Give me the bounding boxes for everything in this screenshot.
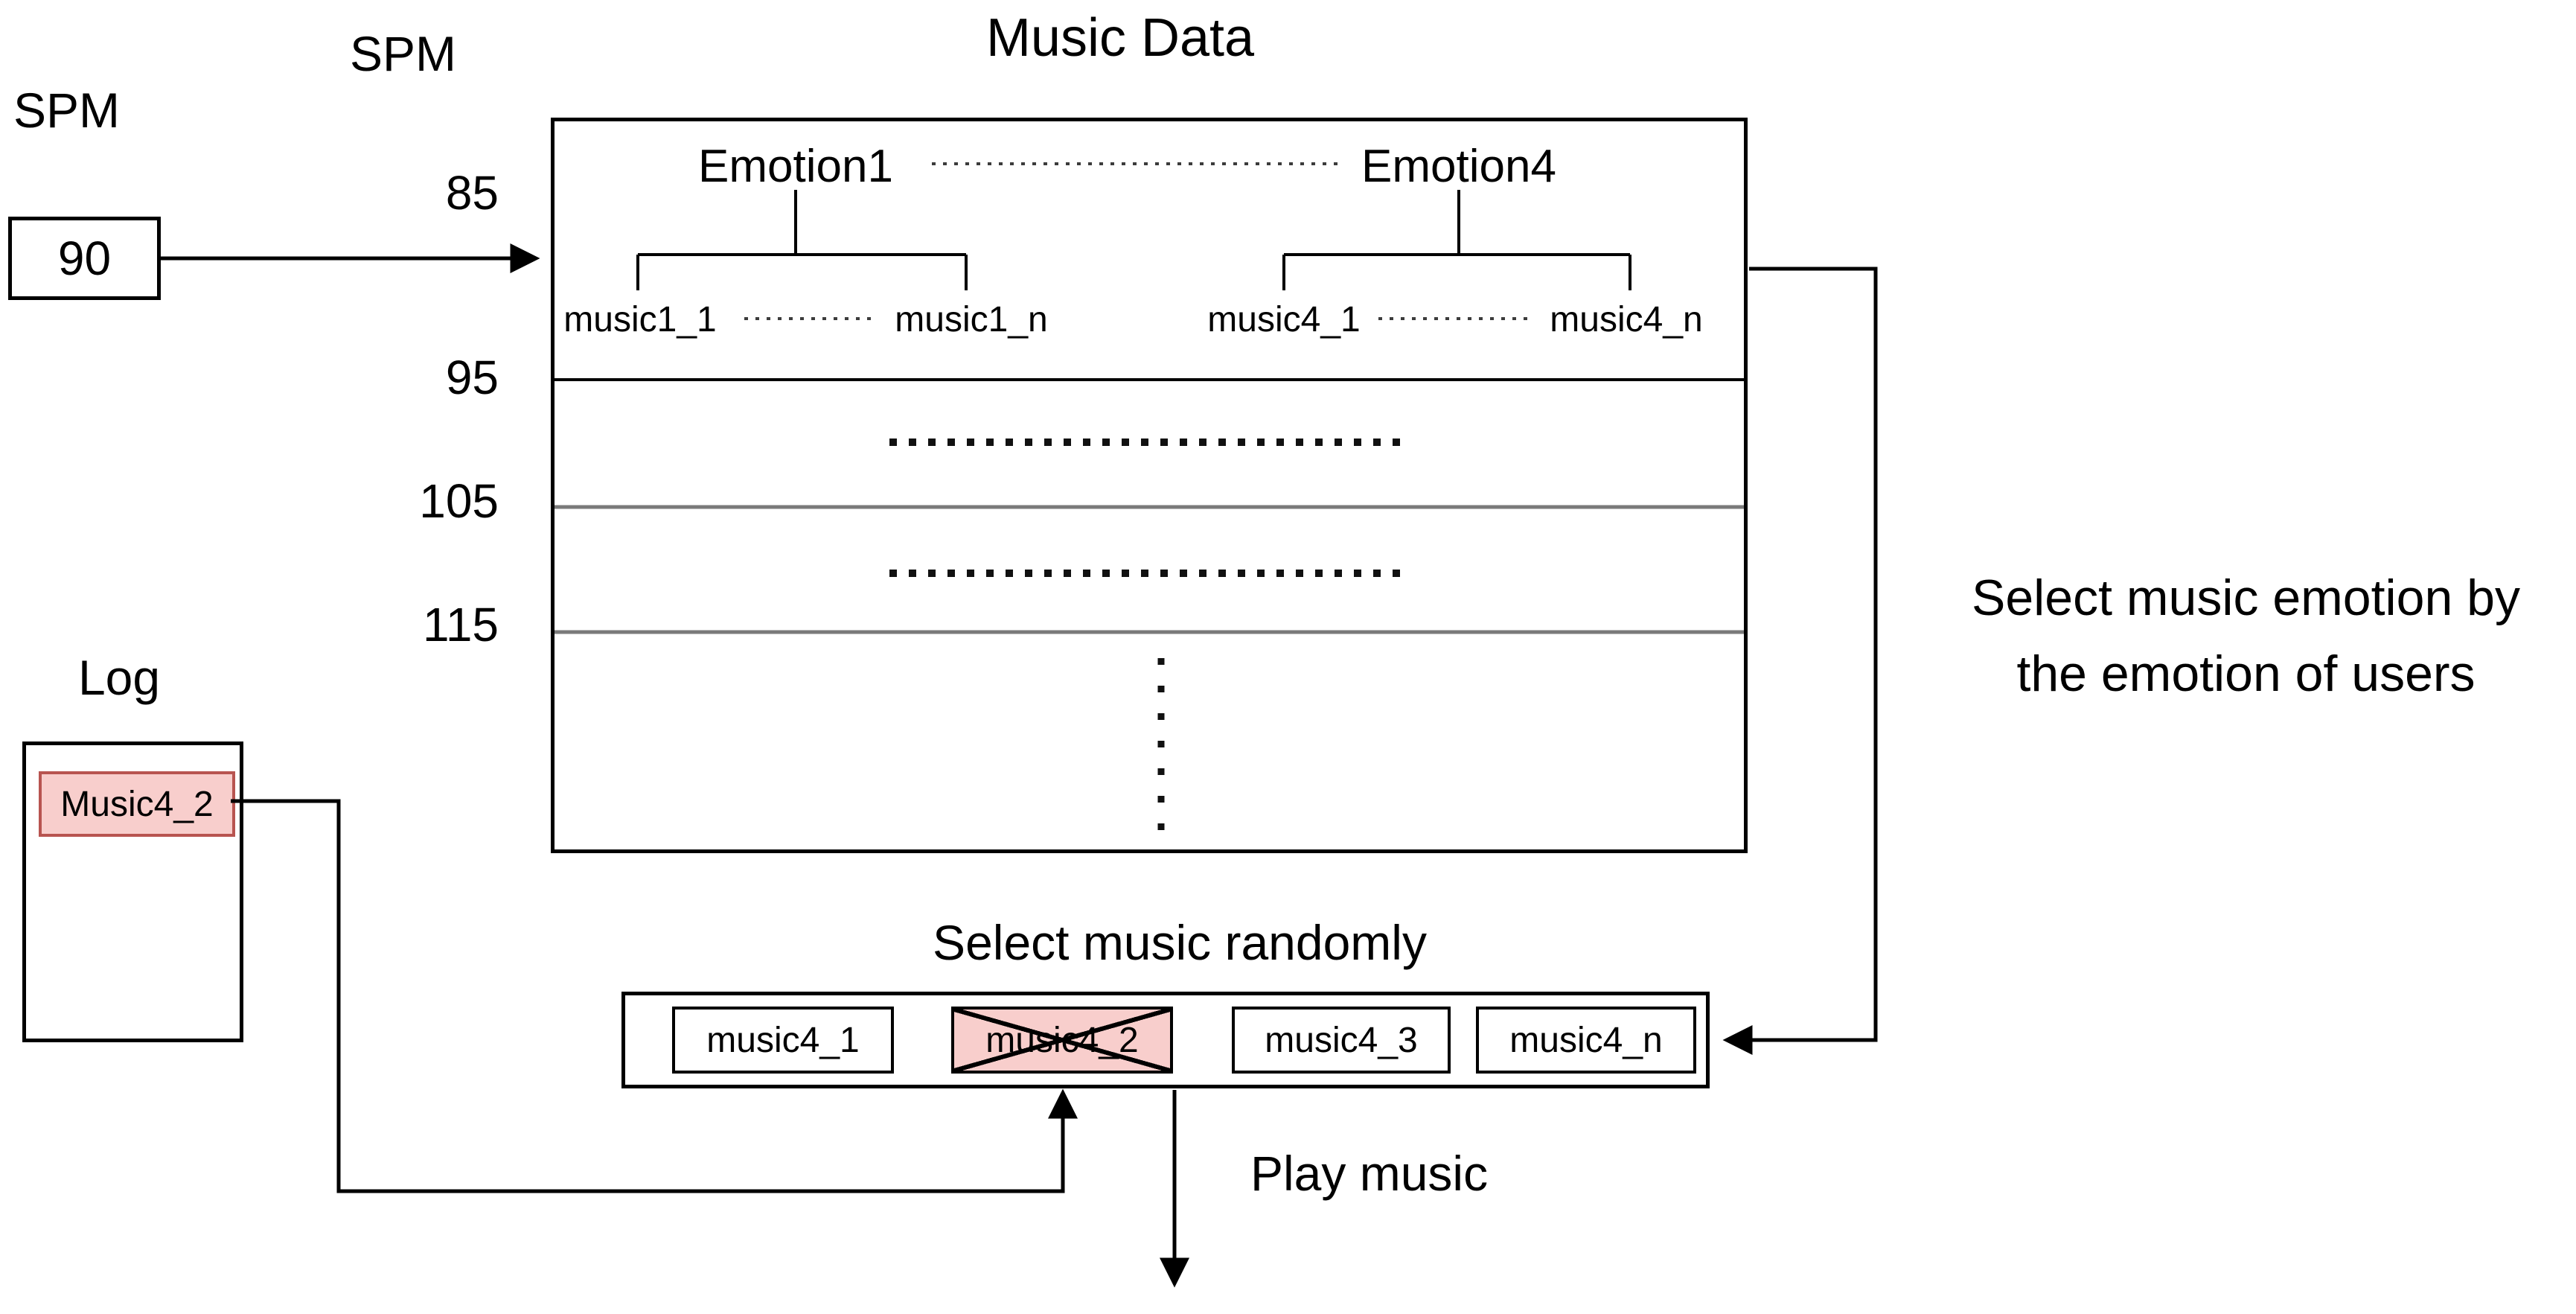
emotion1-label: Emotion1	[698, 141, 893, 192]
side-note-line2: the emotion of users	[2016, 645, 2476, 702]
music-item-4-label: music4_n	[1509, 1020, 1663, 1060]
side-note: Select music emotion by the emotion of u…	[1913, 560, 2576, 712]
music-data-table	[551, 118, 1748, 853]
random-select-title: Select music randomly	[933, 915, 1427, 970]
play-music-label: Play music	[1250, 1146, 1489, 1201]
music-item-2-label: music4_2	[985, 1020, 1139, 1060]
spm-value: 90	[57, 232, 112, 285]
log-entry-highlighted: Music4_2	[39, 771, 235, 837]
music-item-2-crossed: music4_2	[951, 1007, 1173, 1074]
music-item-3: music4_3	[1232, 1007, 1451, 1074]
music-item-4: music4_n	[1476, 1007, 1696, 1074]
music-item-3-label: music4_3	[1265, 1020, 1418, 1060]
music-item-1: music4_1	[672, 1007, 894, 1074]
music-item-1-label: music4_1	[706, 1020, 860, 1060]
log-label: Log	[77, 650, 161, 705]
spm-tick-105: 105	[419, 474, 499, 528]
music1-last-label: music1_n	[895, 300, 1048, 339]
music4-first-label: music4_1	[1207, 300, 1361, 339]
spm-tick-85: 85	[445, 166, 499, 220]
spm-axis-label: SPM	[350, 26, 457, 81]
music1-first-label: music1_1	[563, 300, 717, 339]
spm-tick-115: 115	[422, 598, 499, 651]
spm-value-box: 90	[8, 217, 161, 300]
music-data-title: Music Data	[985, 8, 1255, 68]
emotion4-label: Emotion4	[1361, 141, 1556, 192]
music4-last-label: music4_n	[1550, 300, 1703, 339]
side-note-line1: Select music emotion by	[1972, 570, 2520, 626]
spm-tick-95: 95	[445, 351, 499, 404]
emotion-select-arrow	[1722, 267, 1878, 1055]
log-entry-text: Music4_2	[60, 784, 214, 824]
spm-source-label: SPM	[13, 83, 121, 138]
